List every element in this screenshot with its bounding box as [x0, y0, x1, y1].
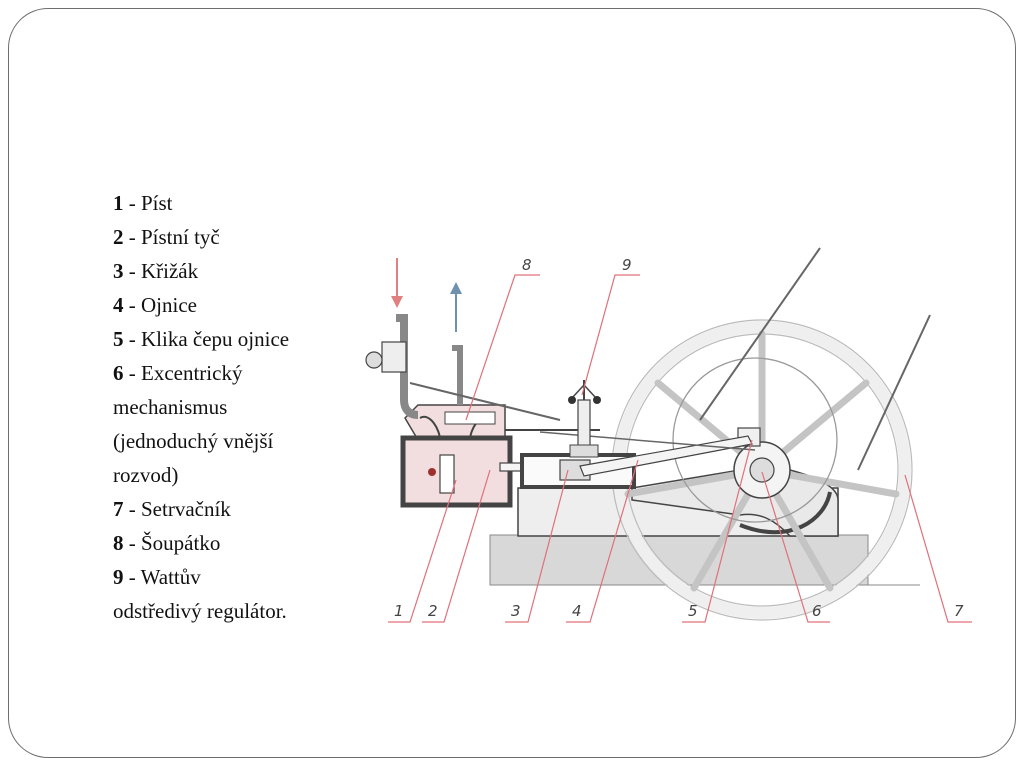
legend-item-2: 2 - Pístní tyč	[113, 225, 220, 249]
legend-item-9: 9 - Wattův odstředivý regulátor.	[113, 565, 287, 623]
eccentric-rod	[539, 431, 756, 451]
steam-engine-diagram: 1 2 3 4 5 6 7 8 9	[365, 247, 972, 623]
callout-5: 5	[688, 602, 698, 620]
legend-item-1: 1 - Píst	[113, 191, 173, 215]
legend-list: 1 - Píst 2 - Pístní tyč 3 - Křižák 4 - O…	[113, 186, 293, 628]
legend-item-3: 3 - Křižák	[113, 259, 199, 283]
belt-rod-2	[857, 314, 931, 471]
pedestal-curve	[739, 491, 832, 535]
cylinder	[400, 404, 513, 508]
callout-lines	[388, 274, 972, 623]
callout-1: 1	[394, 602, 404, 620]
steam-inlet-arrow	[391, 258, 403, 308]
callout-4: 4	[572, 602, 582, 620]
callout-8: 8	[522, 256, 532, 274]
steam-inlet-pipe	[396, 314, 419, 419]
legend-item-5: 5 - Klika čepu ojnice	[113, 327, 290, 351]
callout-7: 7	[954, 602, 964, 620]
legend-item-7: 7 - Setrvačník	[113, 497, 231, 521]
inlet-valve-wheel	[365, 351, 383, 369]
belt-rod-1	[699, 247, 821, 421]
governor-link	[409, 382, 561, 421]
callout-6: 6	[812, 602, 822, 620]
callout-2: 2	[428, 602, 438, 620]
legend-item-6: 6 - Excentrický mechanismus (jednoduchý …	[113, 361, 274, 487]
slide-frame	[8, 8, 1016, 758]
legend-item-4: 4 - Ojnice	[113, 293, 197, 317]
watt-governor	[568, 380, 601, 458]
inlet-valve	[381, 341, 407, 373]
callout-3: 3	[511, 602, 521, 620]
steam-outlet-arrow	[450, 282, 462, 332]
legend-item-8: 8 - Šoupátko	[113, 531, 221, 555]
callout-9: 9	[622, 256, 632, 274]
steam-outlet-pipe	[452, 345, 463, 405]
crank-disc	[672, 357, 838, 523]
